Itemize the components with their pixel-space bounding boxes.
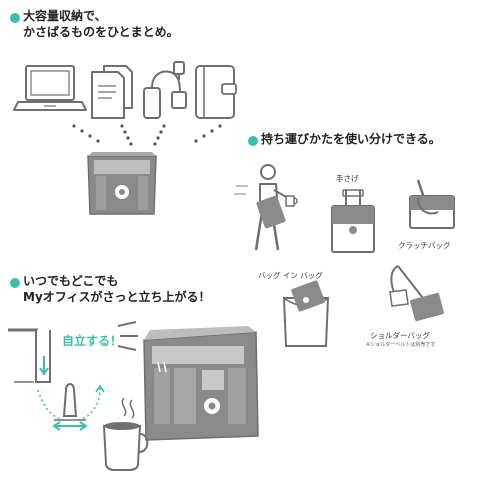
section1-heading-line2: かさばるものをひとまとめ。: [23, 25, 179, 39]
section2-bullet: [248, 136, 258, 146]
document-folders-icon: [91, 65, 133, 119]
hand-carry-bag-icon: [331, 189, 375, 253]
shoulder-note: ※ショルダーベルトは別売です: [366, 342, 436, 348]
converging-dots: [72, 124, 222, 146]
shoulder-bag-icon: [389, 265, 444, 322]
standing-organizer-bag: [143, 326, 259, 441]
section1-bullet: [10, 13, 20, 23]
section3-heading-line1: いつでもどこでも: [23, 274, 119, 288]
emphasis-lines: [117, 321, 138, 351]
caption-clutch: クラッチバッグ: [398, 241, 451, 250]
planner-icon: [195, 65, 237, 119]
power-adapter-icon: [143, 61, 187, 119]
section3-bullet: [10, 278, 20, 288]
laptop-icon: [13, 65, 87, 111]
coffee-cup-icon: [102, 397, 149, 471]
stand-label: 自立する！: [62, 334, 123, 348]
bag-in-bag-icon: [282, 280, 330, 347]
section2-heading: 持ち運びかたを使い分けできる。: [261, 132, 441, 146]
caption-hand-carry: 手さげ: [336, 174, 359, 183]
section1-heading-line1: 大容量収納で、: [23, 9, 107, 23]
caption-shoulder: ショルダーバッグ: [370, 331, 430, 340]
self-standing-diagram: [8, 328, 105, 431]
clutch-bag-icon: [409, 179, 455, 229]
section3-heading-line2: Myオフィスがさっと立ち上がる！: [23, 290, 211, 304]
walking-person-icon: [234, 164, 298, 251]
caption-bag-in-bag: バッグ イン バッグ: [258, 271, 323, 280]
bag-illustration: [87, 152, 157, 215]
